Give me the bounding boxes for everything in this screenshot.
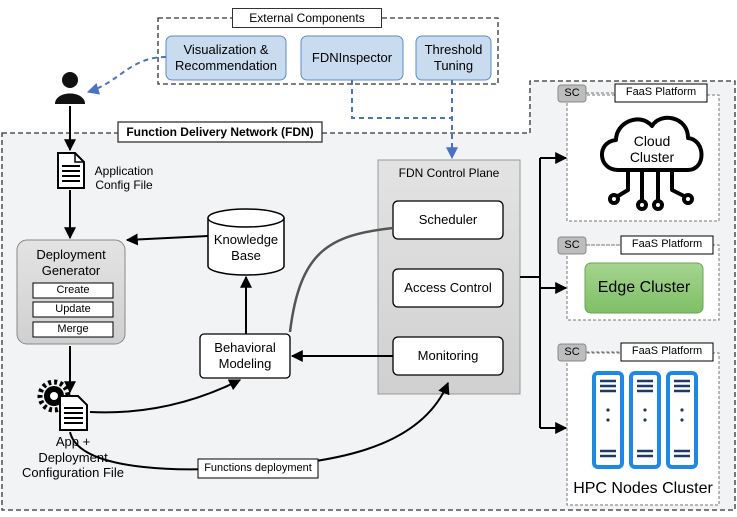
visualization-label: Visualization & Recommendation (166, 36, 286, 80)
sc-label-edge: SC (564, 238, 580, 251)
cloud-line2: Cluster (629, 149, 675, 165)
app-config-line1: Application (94, 164, 154, 178)
deployment-generator-line1: Deployment (36, 247, 106, 262)
cloud-cluster-label: Cloud Cluster (618, 130, 686, 168)
cloud-cluster-icon (600, 116, 704, 211)
file-to-behavioral-arrow (89, 379, 242, 414)
external-components-title: External Components (232, 8, 382, 28)
scheduler-box (392, 200, 504, 240)
merge-box (32, 321, 114, 338)
faas-label-edge: FaaS Platform (631, 238, 703, 251)
knowledge-base-line1: Knowledge (213, 232, 279, 247)
create-box (32, 282, 114, 299)
knowledge-base-label: Knowledge Base (208, 232, 284, 263)
app-config-label: Application Config File (88, 164, 160, 193)
behavioral-modeling-label: Behavioral Modeling (200, 334, 290, 378)
sc-label-hpc: SC (564, 345, 580, 358)
fdn-title-box (117, 121, 323, 143)
fdn-boundary (1, 80, 736, 511)
visualization-line1: Visualization & (183, 42, 269, 58)
access-control-box (392, 268, 504, 308)
create-label: Create (56, 283, 90, 296)
scheduler-label: Scheduler (418, 212, 478, 228)
deployment-generator-line2: Generator (41, 262, 101, 278)
fdninspector-label: FDNInspector (311, 50, 393, 66)
deployment-generator-label: Deployment Generator (17, 247, 125, 278)
access-control-label: Access Control (404, 280, 492, 296)
hpc-servers-icon (592, 371, 698, 469)
edge-cluster-box (584, 262, 704, 314)
viz-to-user-arrow (86, 56, 167, 95)
threshold-line1: Threshold (424, 42, 483, 58)
visualization-line2: Recommendation (175, 58, 277, 73)
inspector-to-controlplane-line (351, 80, 452, 119)
faas-label-hpc: FaaS Platform (631, 345, 703, 358)
update-box (32, 301, 114, 318)
app-deploy-line1: App + (55, 434, 91, 449)
behavioral-line1: Behavioral (214, 340, 276, 356)
app-config-file-icon (57, 152, 85, 189)
knowledge-base-cylinder (207, 208, 285, 276)
app-config-line2: Config File (95, 178, 153, 193)
cloud-line1: Cloud (633, 132, 671, 149)
edge-cluster-label: Edge Cluster (597, 279, 691, 297)
user-icon (55, 72, 85, 104)
merge-label: Merge (57, 322, 89, 335)
kb-to-generator-arrow (125, 233, 209, 246)
threshold-tuning-label: Threshold Tuning (416, 36, 491, 80)
update-label: Update (55, 302, 91, 315)
faas-label-cloud: FaaS Platform (625, 86, 697, 99)
app-deployment-file-label: App + Deployment Configuration File (12, 434, 134, 481)
deployment-file-gear-icon (37, 379, 88, 431)
threshold-line2: Tuning (433, 58, 474, 73)
monitoring-label: Monitoring (417, 348, 479, 364)
functions-deployment-label: Functions deployment (204, 461, 312, 474)
app-deploy-line3: Configuration File (22, 465, 124, 481)
fdn-title: Function Delivery Network (FDN) (126, 124, 314, 139)
behavioral-to-scheduler-curve (288, 226, 394, 333)
knowledge-base-line2: Base (231, 247, 261, 263)
faas-label-box-cloud (614, 83, 708, 103)
functions-deployment-box (197, 458, 319, 479)
app-deploy-line2: Deployment (38, 449, 108, 465)
faas-label-box-edge (620, 235, 714, 255)
hpc-cluster-label: HPC Nodes Cluster (573, 480, 713, 498)
control-plane-title: FDN Control Plane (398, 166, 500, 180)
faas-label-box-hpc (620, 342, 714, 362)
threshold-tuning-box (415, 35, 492, 81)
behavioral-line2: Modeling (218, 356, 272, 371)
sc-label-cloud: SC (564, 86, 580, 99)
